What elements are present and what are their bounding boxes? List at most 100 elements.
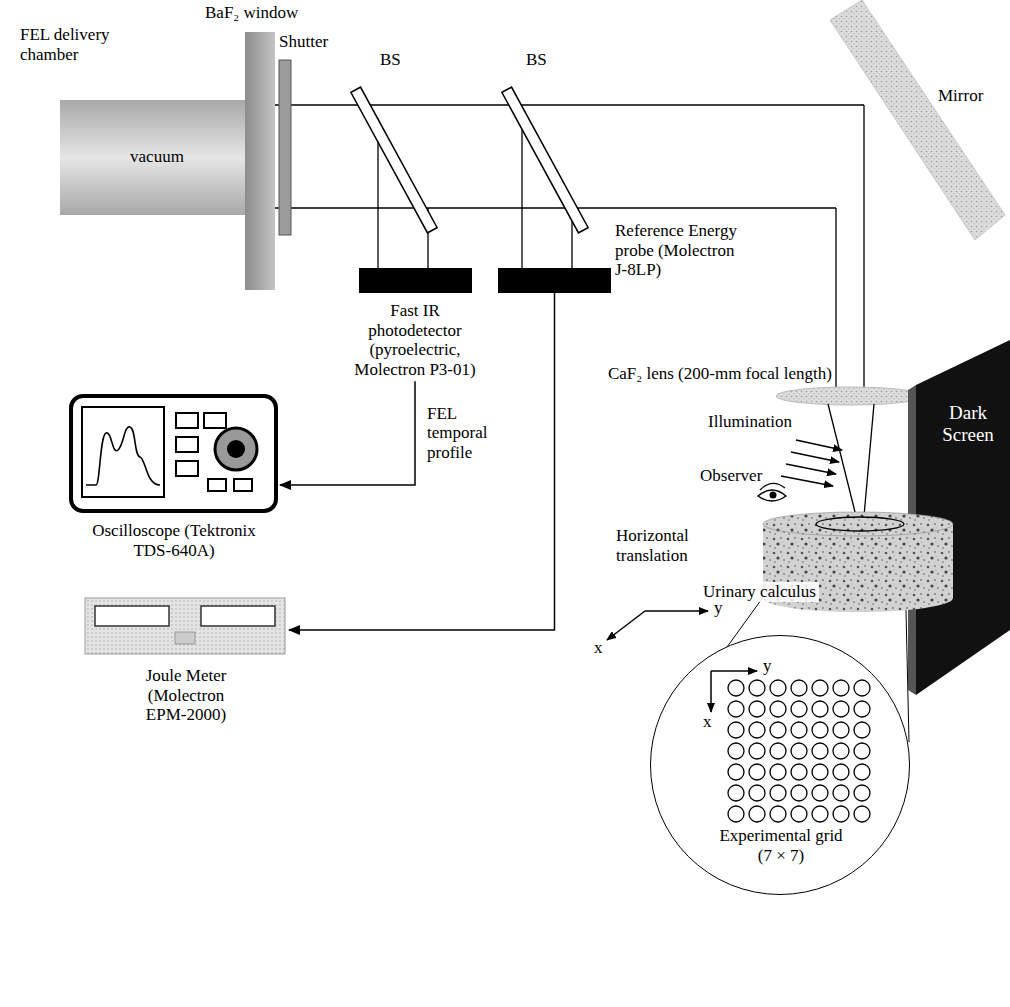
chamber-body bbox=[60, 100, 250, 215]
beam-line bbox=[863, 105, 864, 396]
eye-pupil bbox=[770, 492, 777, 499]
axis-arrow bbox=[645, 610, 708, 612]
grid-spot bbox=[833, 722, 849, 738]
grid-spot bbox=[728, 764, 744, 780]
tap-line bbox=[521, 118, 522, 268]
grid-spot bbox=[749, 722, 765, 738]
observer-label: Observer bbox=[700, 466, 762, 486]
grid-spot bbox=[749, 785, 765, 801]
stone-top bbox=[763, 512, 953, 536]
oscilloscope-button bbox=[208, 479, 226, 491]
window-label: BaF₂ window bbox=[205, 3, 298, 23]
grid-spot bbox=[791, 806, 807, 822]
illumination-arrow bbox=[796, 440, 842, 450]
grid-spot bbox=[770, 722, 786, 738]
beam-splitter bbox=[351, 87, 437, 233]
lens-label: CaF₂ lens (200-mm focal length) bbox=[598, 364, 832, 384]
photodetector: Fast IR photodetector (pyroelectric, Mol… bbox=[340, 268, 490, 379]
grid-spot bbox=[770, 743, 786, 759]
grid-spot bbox=[770, 806, 786, 822]
grid-spot bbox=[791, 764, 807, 780]
grid-spot bbox=[812, 722, 828, 738]
grid-spot bbox=[728, 806, 744, 822]
joule-meter-button bbox=[175, 632, 195, 644]
oscilloscope-button bbox=[176, 413, 198, 428]
oscilloscope-button bbox=[176, 461, 198, 476]
joule-meter-case bbox=[85, 598, 285, 654]
observer-eye bbox=[758, 490, 786, 501]
chamber-flange bbox=[245, 32, 275, 290]
focus-area bbox=[816, 517, 904, 531]
oscilloscope-icon bbox=[68, 393, 280, 515]
grid-spot bbox=[833, 743, 849, 759]
urinary-calculus: Urinary calculus bbox=[758, 508, 958, 618]
grid-spot bbox=[854, 680, 870, 696]
node-text: Oscilloscope (Tektronix TDS-640A) bbox=[87, 521, 262, 560]
oscilloscope-knob bbox=[215, 428, 257, 470]
grid-spot bbox=[749, 764, 765, 780]
grid-spot bbox=[812, 680, 828, 696]
axis-arrow bbox=[710, 671, 712, 712]
node-text: Experimental grid (7 × 7) bbox=[712, 826, 850, 865]
axis-label: x bbox=[703, 712, 712, 732]
illumination-arrow bbox=[791, 452, 839, 462]
beam-splitter-label: BS bbox=[526, 50, 547, 70]
vacuum-chamber: FEL delivery chambervacuum bbox=[15, 5, 280, 295]
grid-spot bbox=[749, 701, 765, 717]
axis-label: y bbox=[763, 656, 772, 676]
grid-spot bbox=[791, 701, 807, 717]
energy-probe: Reference Energy probe (Molectron J-8LP) bbox=[498, 268, 611, 293]
display-window bbox=[201, 606, 275, 626]
grid-spot bbox=[749, 806, 765, 822]
grid-spot bbox=[854, 806, 870, 822]
shutter bbox=[279, 60, 291, 235]
node-text: Reference Energy probe (Molectron J-8LP) bbox=[615, 221, 747, 280]
illumination-arrow bbox=[786, 464, 836, 474]
node-text: Fast IR photodetector (pyroelectric, Mol… bbox=[348, 301, 483, 379]
grid-spot bbox=[791, 785, 807, 801]
grid-spot bbox=[770, 764, 786, 780]
zoom-circle: Experimental grid (7 × 7) bbox=[650, 635, 910, 895]
grid-spot bbox=[728, 722, 744, 738]
oscilloscope-button bbox=[234, 479, 252, 491]
axis-arrow bbox=[711, 670, 757, 672]
grid-spot bbox=[728, 785, 744, 801]
grid-spot bbox=[854, 764, 870, 780]
oscilloscope: Oscilloscope (Tektronix TDS-640A) bbox=[68, 393, 280, 560]
detector-body bbox=[359, 268, 472, 293]
mirror bbox=[830, 0, 1005, 240]
signal-cable bbox=[289, 293, 555, 630]
oscilloscope-button bbox=[176, 437, 198, 452]
grid-spot bbox=[833, 785, 849, 801]
grid-spot bbox=[854, 701, 870, 717]
grid-spot bbox=[854, 743, 870, 759]
axis-label: x bbox=[594, 638, 603, 658]
grid-spot bbox=[770, 785, 786, 801]
grid-spot bbox=[812, 743, 828, 759]
beam-splitter bbox=[502, 87, 588, 233]
grid-spot bbox=[728, 680, 744, 696]
beam-line bbox=[835, 208, 836, 396]
grid-spot bbox=[833, 680, 849, 696]
grid-spot bbox=[791, 722, 807, 738]
lens bbox=[776, 387, 924, 405]
grid-spot bbox=[812, 806, 828, 822]
axis-arrow bbox=[607, 611, 645, 640]
node-text: Joule Meter (Molectron EPM-2000) bbox=[126, 666, 246, 725]
joule-meter-icon bbox=[83, 596, 289, 658]
signal-cable bbox=[280, 381, 415, 485]
grid-spot bbox=[833, 764, 849, 780]
grid-spot bbox=[854, 722, 870, 738]
shutter-label: Shutter bbox=[279, 32, 328, 52]
node-text: Dark Screen bbox=[930, 402, 1006, 446]
grid-spot bbox=[854, 785, 870, 801]
oscilloscope-case bbox=[71, 396, 276, 511]
focused-beam bbox=[864, 404, 874, 516]
node-text: vacuum bbox=[87, 147, 227, 167]
knob-center bbox=[227, 440, 245, 458]
beam-line bbox=[275, 207, 836, 208]
oscilloscope-button bbox=[204, 413, 226, 428]
grid-spot bbox=[791, 743, 807, 759]
grid-spot bbox=[770, 680, 786, 696]
